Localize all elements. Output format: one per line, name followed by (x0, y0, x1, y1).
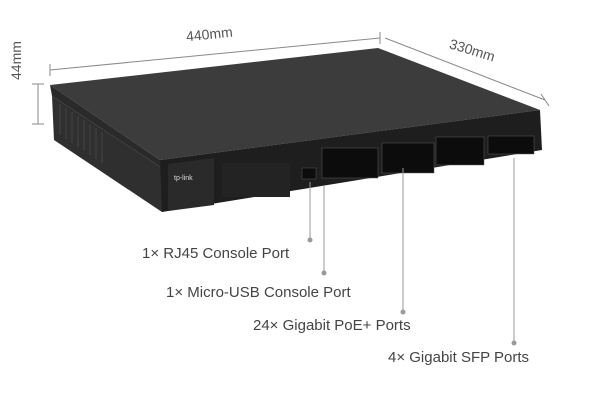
dimension-lines (32, 32, 550, 125)
callout-leaders (309, 158, 515, 343)
callout-micro-usb-console: 1× Micro-USB Console Port (166, 284, 351, 301)
callout-dots (307, 237, 517, 346)
switch-side (52, 96, 162, 212)
callout-poe-ports: 24× Gigabit PoE+ Ports (253, 317, 411, 334)
switch-top (50, 48, 540, 160)
sfp-ports (487, 135, 535, 155)
poe-ports (321, 136, 485, 179)
brand-logo-text: tp-link (174, 175, 193, 182)
callout-sfp-ports: 4× Gigabit SFP Ports (388, 349, 530, 366)
status-leds (222, 163, 290, 197)
rj45-console-port (301, 167, 317, 180)
side-vents (59, 104, 103, 163)
height-dimension-label: 44mm (8, 41, 24, 80)
callout-rj45-console: 1× RJ45 Console Port (142, 245, 290, 262)
brand-plate (168, 158, 214, 211)
